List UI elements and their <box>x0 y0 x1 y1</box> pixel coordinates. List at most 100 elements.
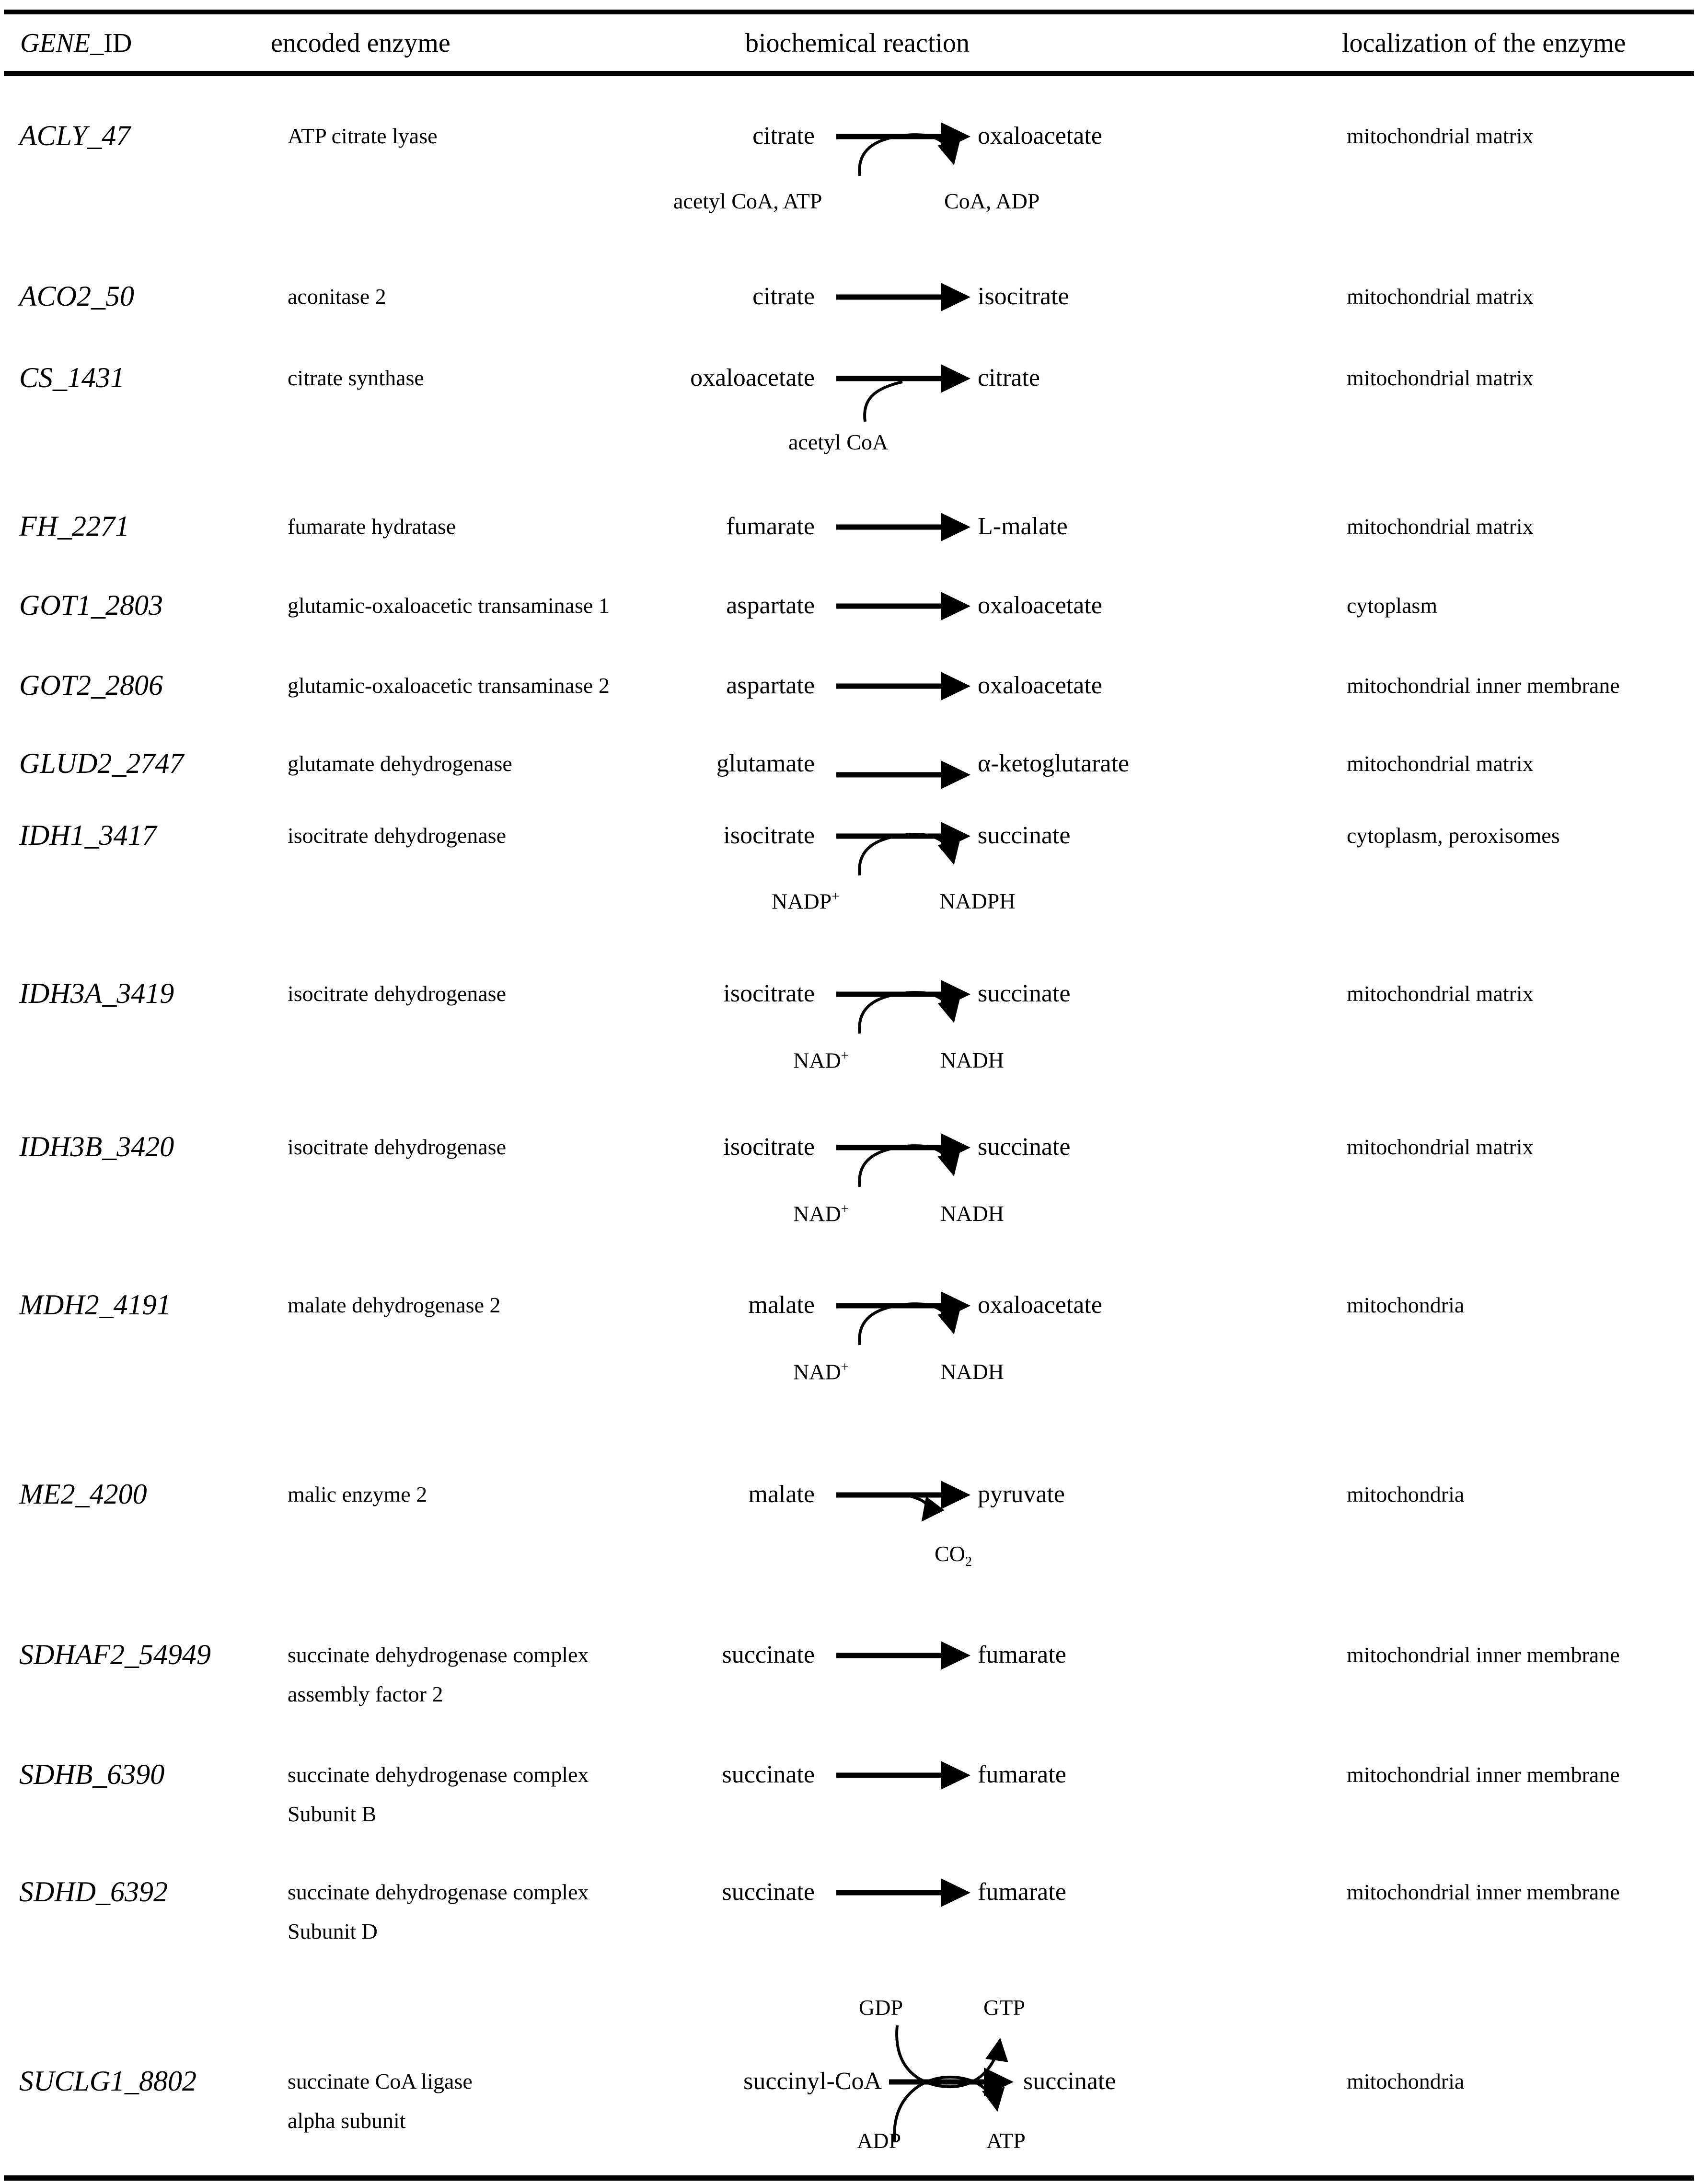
gene-id: GOT1_2803 <box>19 589 163 621</box>
table-top-rule <box>4 10 1694 14</box>
reaction-arrow-icon <box>836 122 970 176</box>
localization-text: cytoplasm, peroxisomes <box>1347 823 1560 848</box>
product-name: isocitrate <box>978 283 1069 310</box>
column-header-encoded-enzyme: encoded enzyme <box>271 28 450 58</box>
substrate-name: oxaloacetate <box>690 364 815 391</box>
gene-id: GOT2_2806 <box>19 669 163 701</box>
enzyme-name: aconitase 2 <box>288 284 386 309</box>
substrate-name: citrate <box>752 122 815 149</box>
substrate-name: malate <box>748 1481 815 1508</box>
substrate-name: succinate <box>722 1761 815 1788</box>
reaction-arrow-icon <box>836 672 970 701</box>
gene-id: SDHB_6390 <box>19 1759 165 1790</box>
gene-id: SDHD_6392 <box>19 1876 168 1908</box>
substrate-name: glutamate <box>716 750 815 777</box>
reaction-arrow-icon <box>836 1761 970 1790</box>
enzyme-name: succinate dehydrogenase complex <box>288 1643 589 1667</box>
product-name: succinate <box>978 822 1071 849</box>
localization-text: mitochondrial matrix <box>1347 124 1534 148</box>
gene-id-header-italic-part: GENE <box>20 28 91 58</box>
product-name: oxaloacetate <box>978 1291 1102 1319</box>
product-name: succinate <box>1023 2068 1116 2095</box>
cofactor-label: ATP <box>986 2128 1026 2153</box>
enzyme-name: assembly factor 2 <box>288 1682 443 1706</box>
reaction-arrow-icon <box>836 1291 970 1345</box>
enzyme-name: succinate dehydrogenase complex <box>288 1880 589 1904</box>
reaction-arrow-icon <box>836 283 970 311</box>
enzyme-name: alpha subunit <box>288 2108 406 2133</box>
localization-text: mitochondrial matrix <box>1347 514 1534 539</box>
gene-id: IDH1_3417 <box>19 819 157 851</box>
cofactor-label: NAD+ <box>793 1048 849 1073</box>
gene-id: IDH3A_3419 <box>19 977 174 1009</box>
substrate-name: citrate <box>752 283 815 310</box>
substrate-name: aspartate <box>726 592 815 619</box>
reaction-arrow-icon <box>836 1481 970 1522</box>
reaction-arrow-icon <box>836 364 970 422</box>
cofactor-label: NAD+ <box>793 1201 849 1226</box>
cofactor-label: NADH <box>940 1201 1004 1226</box>
enzyme-name: succinate CoA ligase <box>288 2069 473 2093</box>
enzyme-name: isocitrate dehydrogenase <box>288 1135 506 1159</box>
gene-id: MDH2_4191 <box>19 1289 171 1321</box>
product-name: fumarate <box>978 1641 1066 1668</box>
cofactor-label: NADP+ <box>772 889 840 914</box>
enzyme-name: ATP citrate lyase <box>288 124 438 148</box>
enzyme-name: Subunit B <box>288 1802 377 1826</box>
substrate-name: aspartate <box>726 672 815 699</box>
gene-id: IDH3B_3420 <box>19 1131 174 1162</box>
gene-id: SDHAF2_54949 <box>19 1639 211 1670</box>
cofactor-label: GDP <box>859 1995 903 2020</box>
localization-text: mitochondrial inner membrane <box>1347 1762 1620 1787</box>
product-name: L-malate <box>978 513 1068 540</box>
cofactor-label: ADP <box>857 2128 901 2153</box>
reaction-arrow-icon <box>836 980 970 1034</box>
cofactor-label: NADH <box>940 1359 1004 1384</box>
localization-text: mitochondrial inner membrane <box>1347 1643 1620 1667</box>
product-name: oxaloacetate <box>978 672 1102 699</box>
gene-id: GLUD2_2747 <box>19 747 184 779</box>
product-name: α-ketoglutarate <box>978 750 1129 777</box>
reaction-arrow-icon <box>836 760 970 789</box>
product-name: fumarate <box>978 1878 1066 1906</box>
localization-text: mitochondrial matrix <box>1347 284 1534 309</box>
table-header-rule <box>4 71 1694 76</box>
substrate-name: isocitrate <box>723 822 815 849</box>
localization-text: mitochondrial inner membrane <box>1347 673 1620 698</box>
cofactor-label: CoA, ADP <box>944 189 1040 213</box>
cofactor-label: NADPH <box>939 889 1016 913</box>
reaction-arrow-icon <box>889 2025 1014 2142</box>
localization-text: mitochondrial matrix <box>1347 1135 1534 1159</box>
enzyme-name: glutamic-oxaloacetic transaminase 1 <box>288 593 610 618</box>
table-bottom-rule <box>4 2175 1694 2181</box>
column-header-localization: localization of the enzyme <box>1342 28 1626 58</box>
gene-id: CS_1431 <box>19 362 125 393</box>
gene-id: ME2_4200 <box>19 1478 147 1510</box>
reaction-arrow-icon <box>836 1641 970 1670</box>
enzyme-name: citrate synthase <box>288 366 424 390</box>
reaction-arrow-icon <box>836 1878 970 1907</box>
substrate-name: succinate <box>722 1641 815 1668</box>
cofactor-label: CO2 <box>935 1541 972 1570</box>
product-name: citrate <box>978 364 1040 391</box>
product-name: oxaloacetate <box>978 122 1102 149</box>
enzyme-name: malate dehydrogenase 2 <box>288 1293 501 1317</box>
localization-text: cytoplasm <box>1347 593 1438 618</box>
gene-id-header-rest-part: _ID <box>90 28 132 58</box>
product-name: oxaloacetate <box>978 592 1102 619</box>
substrate-name: isocitrate <box>723 980 815 1007</box>
reaction-arrow-icon <box>836 822 970 876</box>
product-name: succinate <box>978 980 1071 1007</box>
gene-id: SUCLG1_8802 <box>19 2065 197 2097</box>
gene-id: ACO2_50 <box>19 280 134 312</box>
cofactor-label: acetyl CoA, ATP <box>673 189 822 213</box>
cofactor-label: NAD+ <box>793 1359 849 1384</box>
enzyme-name: glutamic-oxaloacetic transaminase 2 <box>288 673 610 698</box>
substrate-name: isocitrate <box>723 1133 815 1161</box>
gene-id: ACLY_47 <box>19 120 131 151</box>
product-name: pyruvate <box>978 1481 1065 1508</box>
localization-text: mitochondrial matrix <box>1347 751 1534 776</box>
enzyme-name: isocitrate dehydrogenase <box>288 981 506 1006</box>
enzyme-name: fumarate hydratase <box>288 514 456 539</box>
cofactor-label: GTP <box>983 1995 1025 2020</box>
